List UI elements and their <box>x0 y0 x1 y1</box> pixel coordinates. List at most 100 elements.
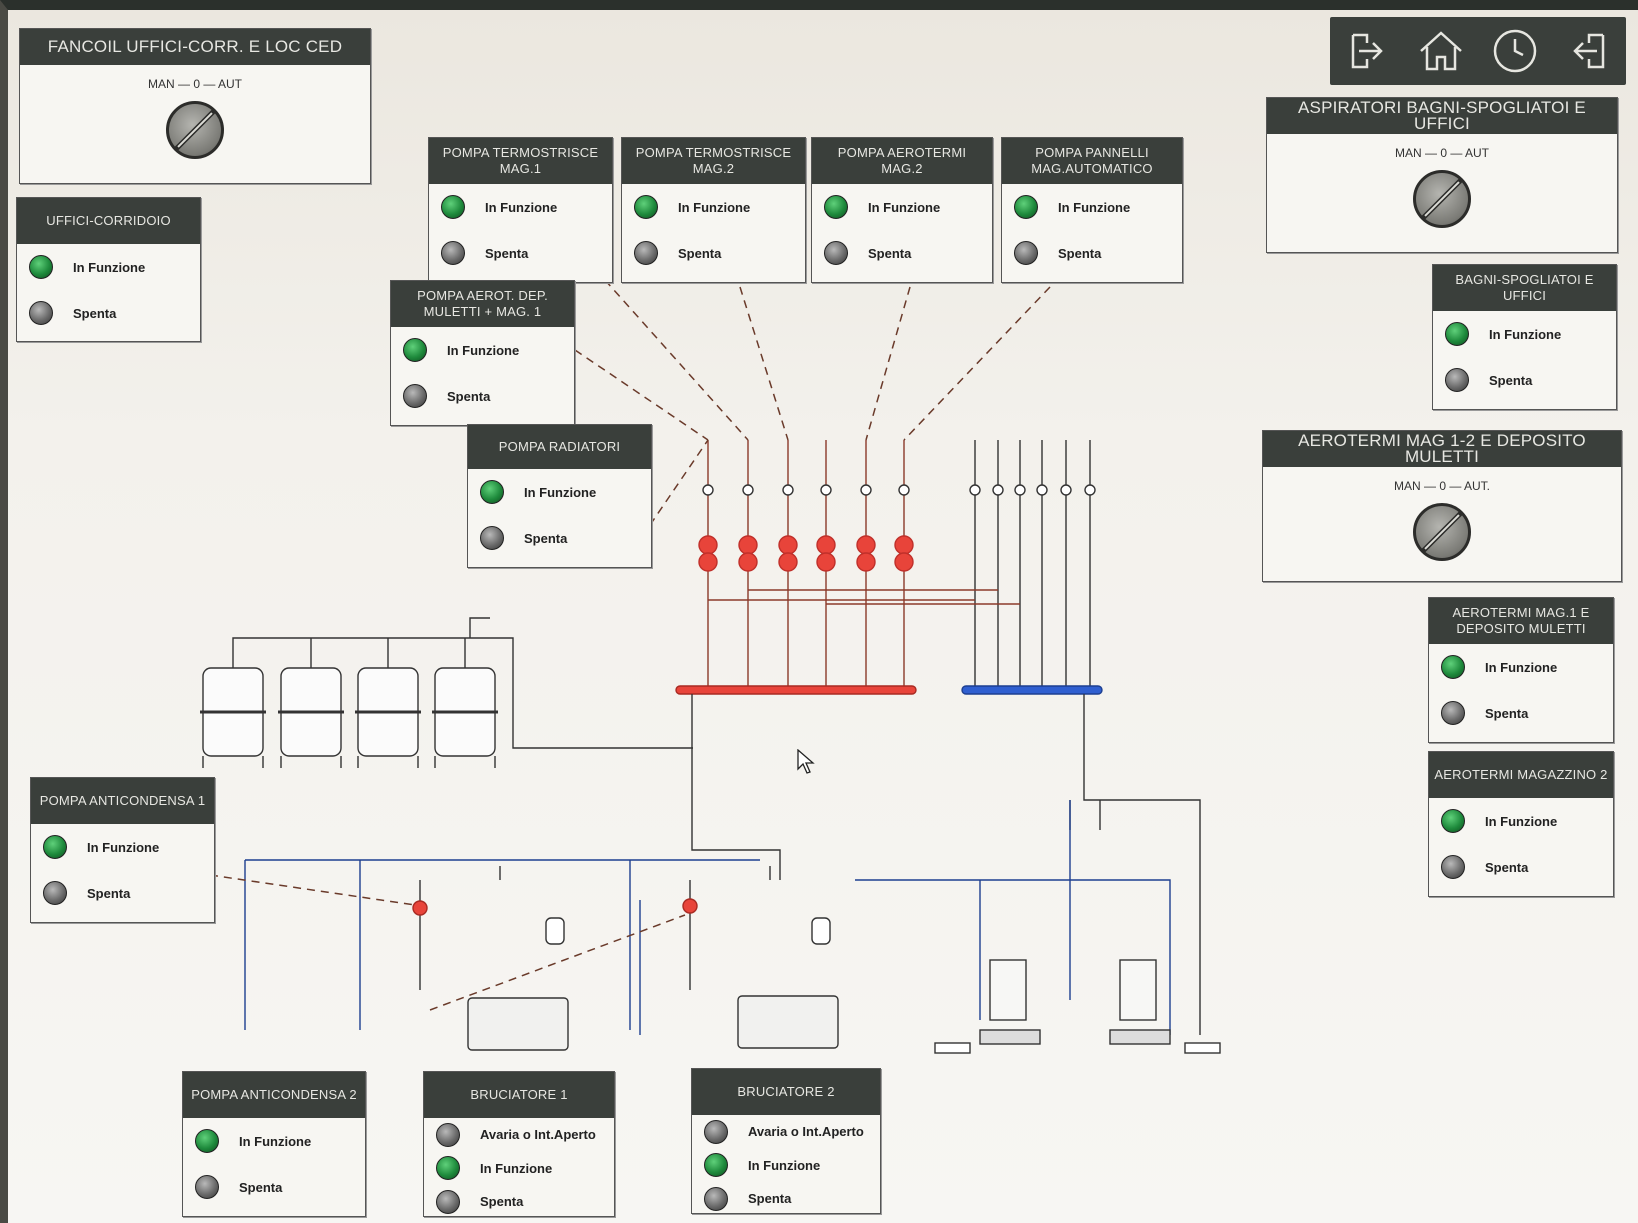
selector-knob[interactable] <box>1413 170 1471 228</box>
lamp-off-icon <box>29 301 53 325</box>
status-pompa-radiatori: POMPA RADIATORI In Funzione Spenta <box>467 424 652 568</box>
panel-title: ASPIRATORI BAGNI-SPOGLIATOI E UFFICI <box>1267 98 1617 134</box>
lamp-off-icon <box>634 241 658 265</box>
panel-title: BRUCIATORE 2 <box>692 1069 880 1115</box>
status-label: Avaria o Int.Aperto <box>748 1124 864 1139</box>
status-label: Spenta <box>678 245 722 261</box>
selector-label: MAN — 0 — AUT <box>1394 146 1489 160</box>
panel-title: AEROTERMI MAG.1 E DEPOSITO MULETTI <box>1429 598 1613 644</box>
status-pompa-anticondensa-1: POMPA ANTICONDENSA 1 In Funzione Spenta <box>30 777 215 923</box>
home-icon[interactable] <box>1416 26 1466 76</box>
status-label: In Funzione <box>73 259 146 275</box>
lamp-off-icon <box>1014 241 1038 265</box>
status-label: Spenta <box>868 245 912 261</box>
selector-aspiratori: ASPIRATORI BAGNI-SPOGLIATOI E UFFICI MAN… <box>1266 97 1618 253</box>
status-row-on: In Funzione <box>1429 798 1613 844</box>
status-label: In Funzione <box>1058 199 1131 215</box>
lamp-off-icon <box>704 1186 728 1211</box>
selector-knob[interactable] <box>166 101 224 159</box>
status-bagni-spogliatoi: BAGNI-SPOGLIATOI E UFFICI In Funzione Sp… <box>1432 264 1617 410</box>
selector-fancoil: FANCOIL UFFICI-CORR. E LOC CED MAN — 0 —… <box>19 28 371 184</box>
status-row-off: Spenta <box>391 373 574 419</box>
lamp-off-icon <box>43 881 67 905</box>
status-bruciatore-2: BRUCIATORE 2 Avaria o Int.Aperto In Funz… <box>691 1068 881 1214</box>
lamp-off-icon <box>824 241 848 265</box>
status-aerotermi-mag1: AEROTERMI MAG.1 E DEPOSITO MULETTI In Fu… <box>1428 597 1614 743</box>
lamp-fault-icon <box>704 1119 728 1144</box>
panel-title: POMPA ANTICONDENSA 2 <box>183 1072 365 1118</box>
panel-title: UFFICI-CORRIDOIO <box>17 198 200 244</box>
status-label: Spenta <box>1489 372 1533 388</box>
status-pompa-anticondensa-2: POMPA ANTICONDENSA 2 In Funzione Spenta <box>182 1071 366 1217</box>
mouse-cursor-icon <box>797 749 815 774</box>
status-row-off: Spenta <box>622 230 805 276</box>
panel-title: POMPA AEROT. DEP. MULETTI + MAG. 1 <box>391 281 574 327</box>
lamp-off-icon <box>441 241 465 265</box>
panel-title: FANCOIL UFFICI-CORR. E LOC CED <box>20 29 370 65</box>
status-label: In Funzione <box>447 342 520 358</box>
status-label: Spenta <box>748 1191 792 1206</box>
status-label: Spenta <box>485 245 529 261</box>
status-row-off: Spenta <box>429 230 612 276</box>
panel-title: AEROTERMI MAG 1-2 E DEPOSITO MULETTI <box>1263 431 1621 467</box>
status-row-on: In Funzione <box>1002 184 1182 230</box>
status-pompa-termostrisce-2: POMPA TERMOSTRISCE MAG.2 In Funzione Spe… <box>621 137 806 283</box>
status-row-off: Spenta <box>424 1185 614 1218</box>
status-row-fault: Avaria o Int.Aperto <box>692 1115 880 1148</box>
status-label: In Funzione <box>87 839 160 855</box>
status-row-off: Spenta <box>1429 690 1613 736</box>
lamp-on-icon <box>43 835 67 859</box>
exit-right-icon[interactable] <box>1564 26 1614 76</box>
panel-title: POMPA TERMOSTRISCE MAG.2 <box>622 138 805 184</box>
selector-label: MAN — 0 — AUT <box>147 77 242 91</box>
selector-label: MAN — 0 — AUT. <box>1393 479 1491 493</box>
status-pompa-aerot-dep: POMPA AEROT. DEP. MULETTI + MAG. 1 In Fu… <box>390 280 575 426</box>
status-label: In Funzione <box>868 199 941 215</box>
status-row-on: In Funzione <box>391 327 574 373</box>
lamp-on-icon <box>195 1129 219 1153</box>
status-label: In Funzione <box>480 1160 553 1176</box>
status-label: Avaria o Int.Aperto <box>480 1127 596 1142</box>
status-label: In Funzione <box>1485 813 1558 829</box>
lamp-on-icon <box>1441 809 1465 833</box>
lamp-on-icon <box>1445 322 1469 346</box>
status-row-on: In Funzione <box>429 184 612 230</box>
status-bruciatore-1: BRUCIATORE 1 Avaria o Int.Aperto In Funz… <box>423 1071 615 1217</box>
status-row-off: Spenta <box>1433 357 1616 403</box>
panel-title: POMPA PANNELLI MAG.AUTOMATICO <box>1002 138 1182 184</box>
exit-left-icon[interactable] <box>1342 26 1392 76</box>
status-row-on: In Funzione <box>17 244 200 290</box>
clock-icon[interactable] <box>1490 26 1540 76</box>
lamp-off-icon <box>1441 701 1465 725</box>
status-row-off: Spenta <box>31 870 214 916</box>
lamp-on-icon <box>634 195 658 219</box>
status-label: In Funzione <box>678 199 751 215</box>
lamp-on-icon <box>704 1153 728 1177</box>
status-row-off: Spenta <box>812 230 992 276</box>
panel-title: POMPA RADIATORI <box>468 425 651 469</box>
status-row-off: Spenta <box>1429 844 1613 890</box>
lamp-off-icon <box>1445 368 1469 392</box>
lamp-on-icon <box>824 195 848 219</box>
status-row-on: In Funzione <box>31 824 214 870</box>
status-row-on: In Funzione <box>424 1151 614 1185</box>
status-pompa-pannelli: POMPA PANNELLI MAG.AUTOMATICO In Funzion… <box>1001 137 1183 283</box>
selector-knob[interactable] <box>1413 503 1471 561</box>
status-label: Spenta <box>87 885 131 901</box>
panel-title: POMPA TERMOSTRISCE MAG.1 <box>429 138 612 184</box>
panel-title: BAGNI-SPOGLIATOI E UFFICI <box>1433 265 1616 311</box>
status-label: Spenta <box>480 1194 524 1209</box>
status-row-fault: Avaria o Int.Aperto <box>424 1118 614 1151</box>
status-label: Spenta <box>447 388 491 404</box>
status-label: Spenta <box>1058 245 1102 261</box>
lamp-on-icon <box>1014 195 1038 219</box>
lamp-on-icon <box>441 195 465 219</box>
lamp-on-icon <box>1441 655 1465 679</box>
status-row-off: Spenta <box>183 1164 365 1210</box>
panel-title: BRUCIATORE 1 <box>424 1072 614 1118</box>
status-row-off: Spenta <box>1002 230 1182 276</box>
status-row-off: Spenta <box>468 515 651 561</box>
status-row-off: Spenta <box>17 290 200 336</box>
lamp-off-icon <box>436 1189 460 1214</box>
panel-title: AEROTERMI MAGAZZINO 2 <box>1429 752 1613 798</box>
